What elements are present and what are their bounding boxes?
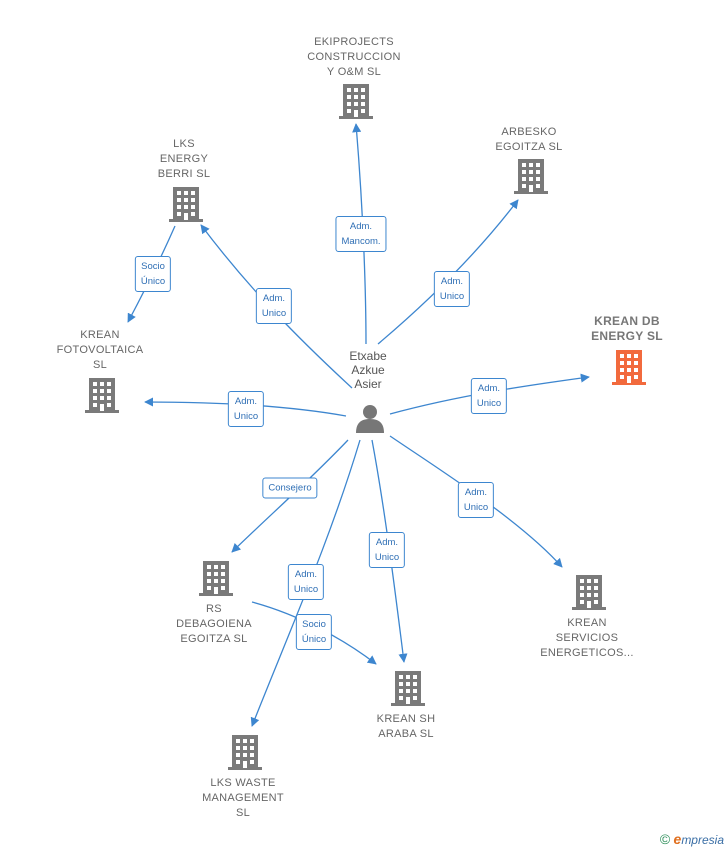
company-name-rs-debagoiena[interactable]: RS DEBAGOIENA EGOITZA SL bbox=[176, 603, 252, 645]
person-icon[interactable] bbox=[356, 405, 384, 433]
company-name-ekiprojects[interactable]: EKIPROJECTS CONSTRUCCION Y O&M SL bbox=[307, 36, 401, 78]
relation-label[interactable]: Socio Único bbox=[134, 256, 172, 292]
company-name-krean-servicios[interactable]: KREAN SERVICIOS ENERGETICOS... bbox=[540, 617, 634, 659]
copyright-symbol: © bbox=[659, 831, 671, 847]
relation-edge-ekiprojects bbox=[352, 123, 367, 345]
building-icon[interactable] bbox=[199, 561, 233, 596]
person-name[interactable]: Etxabe Azkue Asier bbox=[349, 349, 387, 391]
building-icon[interactable] bbox=[514, 159, 548, 194]
company-name-arbesko[interactable]: ARBESKO EGOITZA SL bbox=[495, 126, 563, 153]
brand-name: mpresia bbox=[681, 833, 724, 847]
relation-label[interactable]: Socio Único bbox=[295, 614, 333, 650]
building-icon[interactable] bbox=[85, 378, 119, 413]
relation-label[interactable]: Adm. Unico bbox=[227, 391, 265, 427]
company-name-lks-waste[interactable]: LKS WASTE MANAGEMENT SL bbox=[202, 777, 284, 819]
building-icon[interactable] bbox=[612, 350, 646, 385]
company-name-krean-sh[interactable]: KREAN SH ARABA SL bbox=[376, 713, 436, 740]
company-name-krean-db[interactable]: KREAN DB ENERGY SL bbox=[591, 314, 663, 343]
relation-label[interactable]: Consejero bbox=[262, 477, 318, 499]
relation-label[interactable]: Adm. Unico bbox=[470, 378, 508, 414]
relation-label[interactable]: Adm. Unico bbox=[287, 564, 325, 600]
building-icon[interactable] bbox=[339, 84, 373, 119]
relation-label[interactable]: Adm. Unico bbox=[368, 532, 406, 568]
building-icon[interactable] bbox=[572, 575, 606, 610]
building-icon[interactable] bbox=[228, 735, 262, 770]
building-icon[interactable] bbox=[391, 671, 425, 706]
company-name-krean-foto[interactable]: KREAN FOTOVOLTAICA SL bbox=[56, 329, 144, 371]
relation-label[interactable]: Adm. Unico bbox=[255, 288, 293, 324]
brand-logo-initial: e bbox=[673, 831, 682, 847]
company-name-lks-energy[interactable]: LKS ENERGY BERRI SL bbox=[157, 138, 211, 180]
relation-label[interactable]: Adm. Unico bbox=[433, 271, 471, 307]
relation-label[interactable]: Adm. Mancom. bbox=[335, 216, 387, 252]
relation-label[interactable]: Adm. Unico bbox=[457, 482, 495, 518]
building-icon[interactable] bbox=[169, 187, 203, 222]
brand-footer: © empresia bbox=[660, 831, 724, 847]
